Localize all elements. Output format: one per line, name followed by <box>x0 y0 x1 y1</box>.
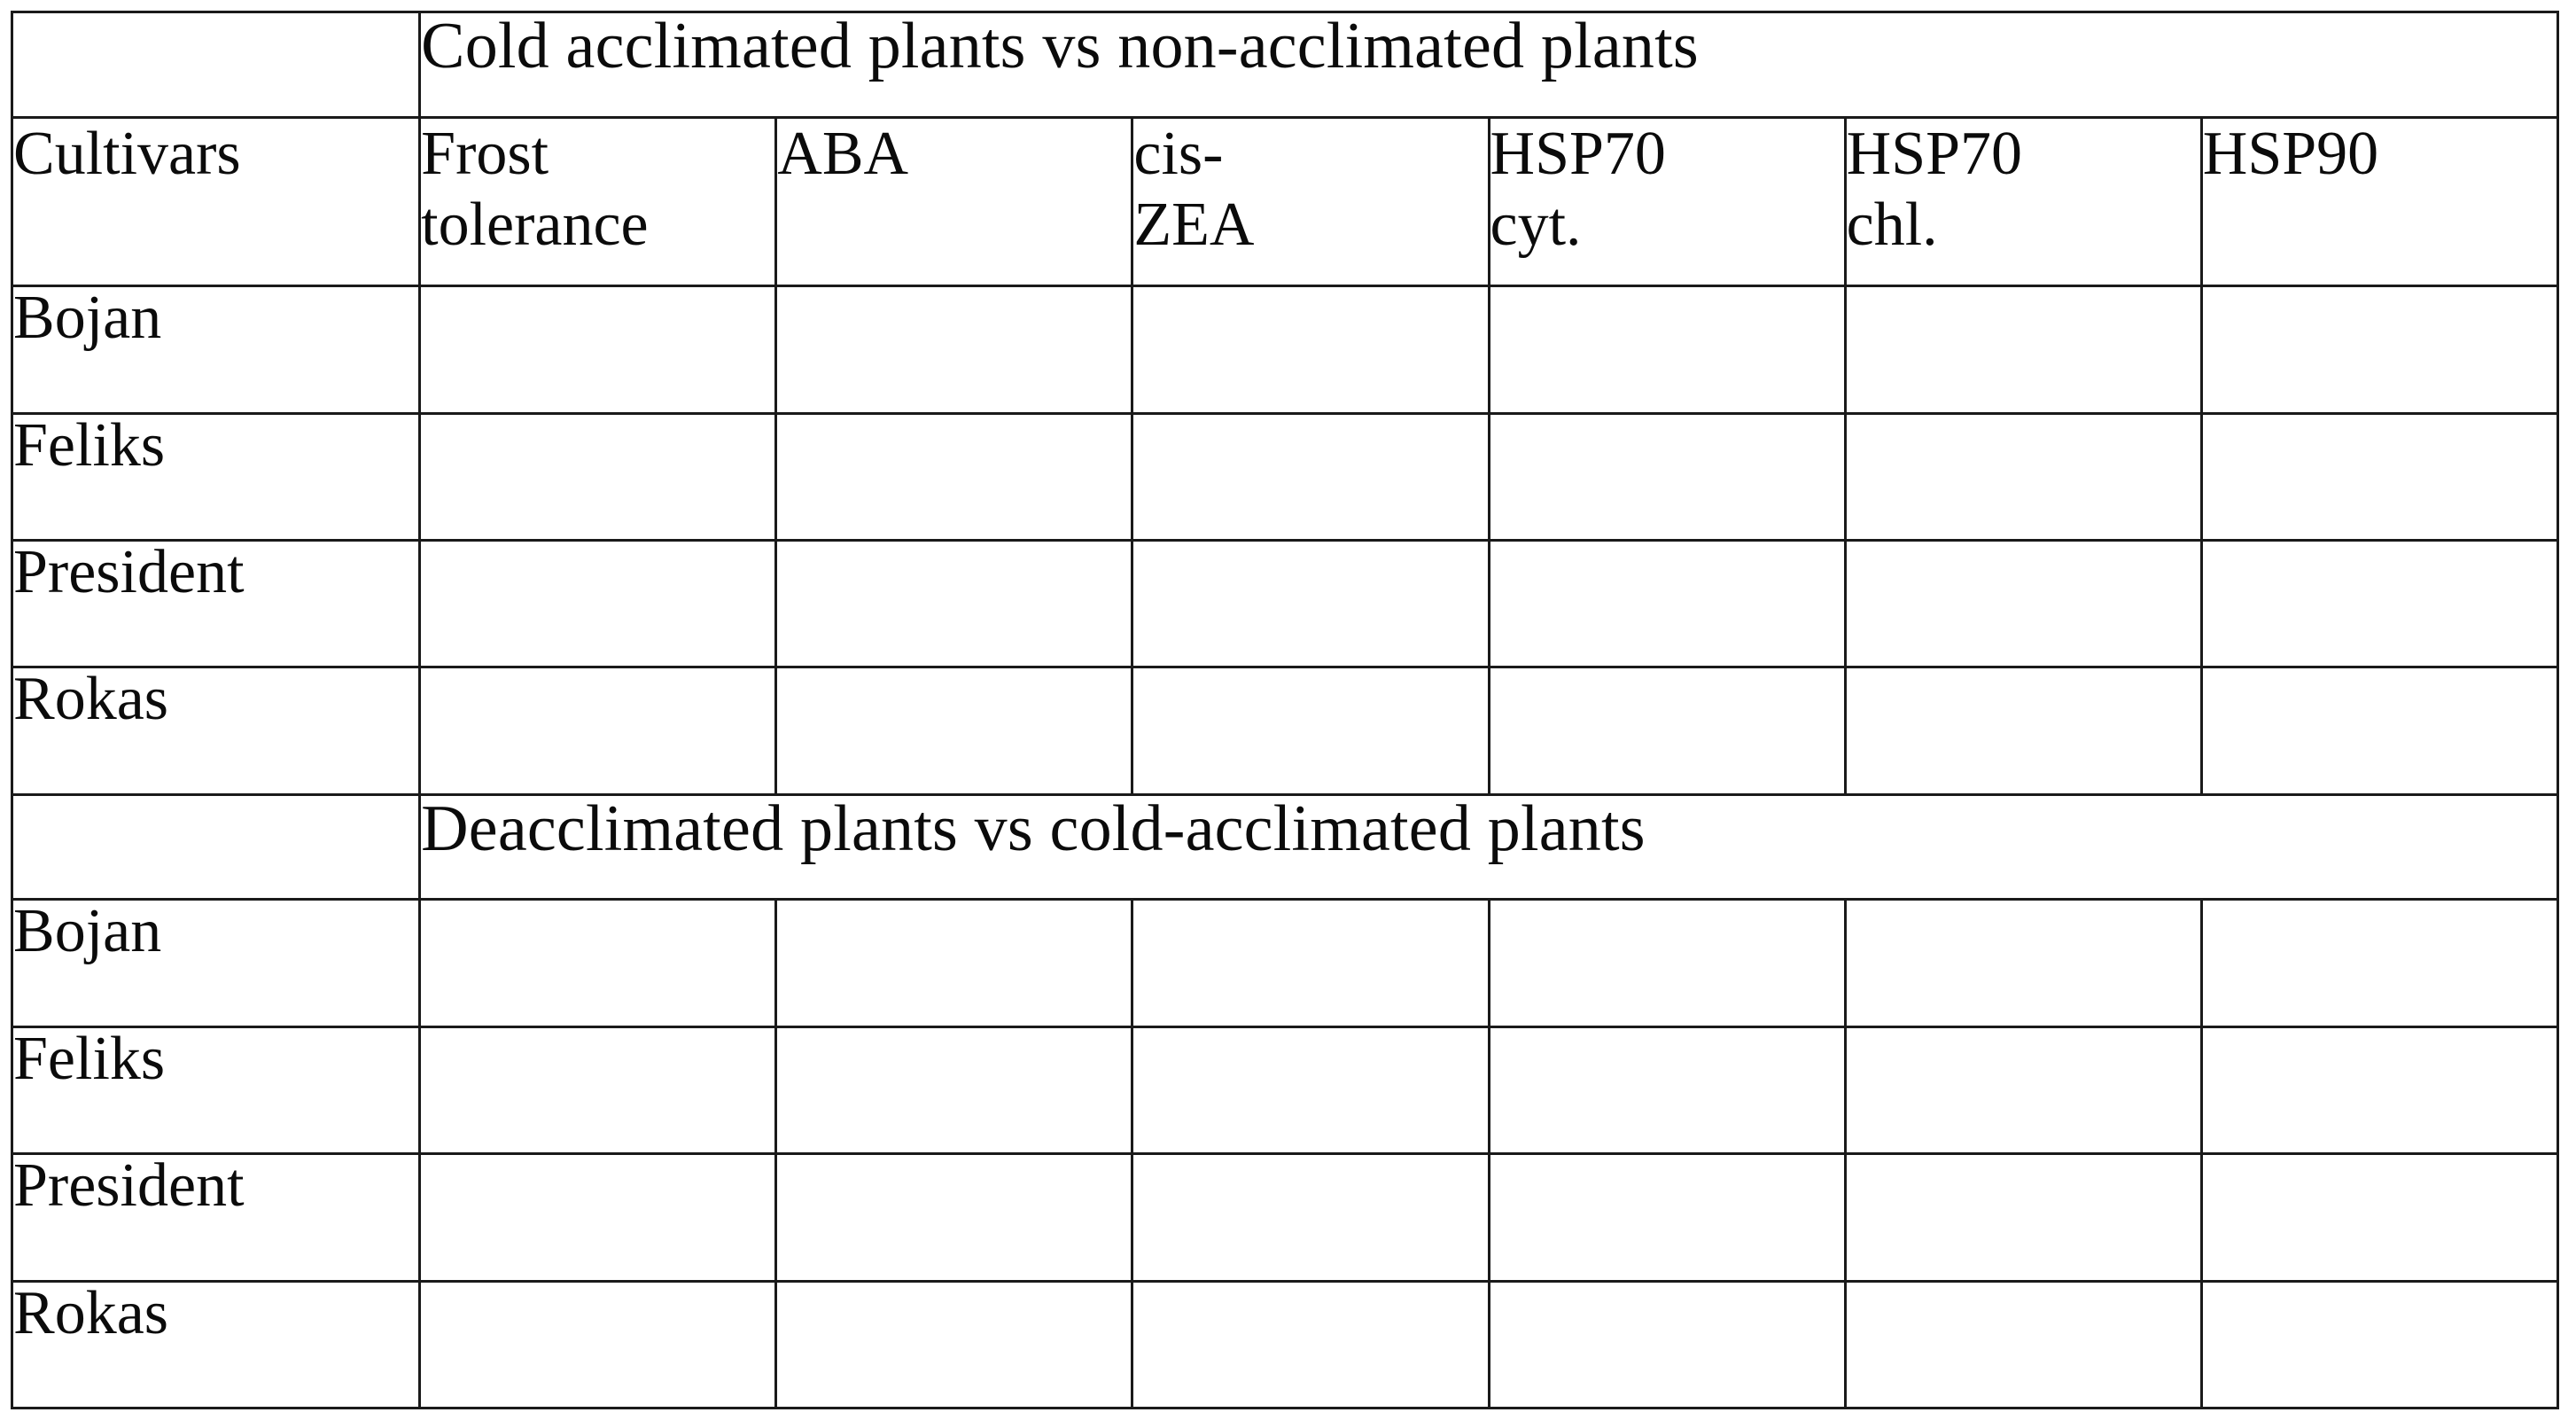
table-row: President <box>10 538 2560 669</box>
section-banner-row: Cold acclimated plants vs non-acclimated… <box>10 11 2559 119</box>
status-swatch-aba <box>774 1025 1134 1156</box>
status-swatch-hsp90 <box>2199 538 2560 669</box>
status-swatch-hsp70_chl <box>1843 411 2203 542</box>
column-header-line: ABA <box>777 119 909 188</box>
column-header-line: tolerance <box>421 190 649 259</box>
section-banner-spacer <box>10 11 422 119</box>
status-swatch-hsp90 <box>2199 285 2560 415</box>
table-row: Bojan <box>10 898 2560 1028</box>
cultivar-name-cell: Rokas <box>10 1279 422 1410</box>
section-banner-spacer <box>10 792 422 901</box>
column-header-line: ZEA <box>1133 190 1255 259</box>
status-swatch-cis_zea <box>1131 666 1490 796</box>
status-swatch-hsp90 <box>2199 898 2560 1028</box>
status-swatch-frost_tolerance <box>418 1152 778 1283</box>
status-swatch-frost_tolerance <box>418 1025 778 1156</box>
status-swatch-hsp70_cyt <box>1487 1279 1847 1410</box>
status-swatch-cis_zea <box>1131 1279 1490 1410</box>
table-row: Feliks <box>10 411 2560 542</box>
status-swatch-cis_zea <box>1131 1025 1490 1156</box>
status-swatch-aba <box>774 1152 1134 1283</box>
column-header-line: HSP90 <box>2202 119 2379 188</box>
cultivar-name-cell: Feliks <box>10 411 422 542</box>
status-swatch-cis_zea <box>1131 538 1490 669</box>
status-swatch-hsp70_cyt <box>1487 1025 1847 1156</box>
column-header-line: HSP70 <box>1490 119 1666 188</box>
status-swatch-cis_zea <box>1131 898 1490 1028</box>
status-swatch-hsp70_cyt <box>1487 538 1847 669</box>
status-swatch-cis_zea <box>1131 1152 1490 1283</box>
status-swatch-hsp90 <box>2199 666 2560 796</box>
status-swatch-hsp90 <box>2199 411 2560 542</box>
status-swatch-hsp70_cyt <box>1487 285 1847 415</box>
status-swatch-hsp70_chl <box>1843 1152 2203 1283</box>
column-header-line: Frost <box>421 119 549 188</box>
status-swatch-aba <box>774 898 1134 1028</box>
comparison-matrix-table: Cold acclimated plants vs non-acclimated… <box>10 11 2560 1410</box>
column-header-line: cyt. <box>1490 190 1582 259</box>
status-swatch-hsp70_cyt <box>1487 411 1847 542</box>
status-swatch-frost_tolerance <box>418 1279 778 1410</box>
status-swatch-frost_tolerance <box>418 411 778 542</box>
status-swatch-aba <box>774 411 1134 542</box>
status-swatch-hsp90 <box>2199 1152 2560 1283</box>
status-swatch-aba <box>774 1279 1134 1410</box>
cultivar-name-cell: Rokas <box>10 666 422 796</box>
status-swatch-hsp70_chl <box>1843 666 2203 796</box>
column-header-hsp90: HSP90 <box>2199 115 2560 288</box>
row-header-label: Cultivars <box>10 115 422 288</box>
table-row: Rokas <box>10 1279 2560 1410</box>
status-swatch-frost_tolerance <box>418 285 778 415</box>
column-header-line: HSP70 <box>1846 119 2023 188</box>
table-row: President <box>10 1152 2560 1283</box>
status-swatch-hsp70_chl <box>1843 285 2203 415</box>
section-title-cold-vs-non: Cold acclimated plants vs non-acclimated… <box>418 11 2559 119</box>
cultivar-name-cell: Bojan <box>10 898 422 1028</box>
status-swatch-cis_zea <box>1131 285 1490 415</box>
column-header-cis_zea: cis-ZEA <box>1131 115 1490 288</box>
status-swatch-hsp70_chl <box>1843 1025 2203 1156</box>
column-header-line: cis- <box>1133 119 1224 188</box>
status-swatch-aba <box>774 666 1134 796</box>
status-swatch-frost_tolerance <box>418 898 778 1028</box>
section-banner-row: Deacclimated plants vs cold-acclimated p… <box>10 792 2559 901</box>
status-swatch-hsp90 <box>2199 1279 2560 1410</box>
status-swatch-cis_zea <box>1131 411 1490 542</box>
status-swatch-hsp70_cyt <box>1487 666 1847 796</box>
cultivar-name-cell: Feliks <box>10 1025 422 1156</box>
status-swatch-hsp70_chl <box>1843 898 2203 1028</box>
table-row: Rokas <box>10 666 2560 796</box>
status-swatch-hsp70_chl <box>1843 538 2203 669</box>
status-swatch-aba <box>774 538 1134 669</box>
status-swatch-hsp70_cyt <box>1487 898 1847 1028</box>
column-header-line: chl. <box>1846 190 1938 259</box>
status-swatch-hsp70_chl <box>1843 1279 2203 1410</box>
status-swatch-frost_tolerance <box>418 666 778 796</box>
section-title-deacc-vs-cold: Deacclimated plants vs cold-acclimated p… <box>418 792 2559 901</box>
column-header-aba: ABA <box>774 115 1134 288</box>
status-swatch-hsp90 <box>2199 1025 2560 1156</box>
status-swatch-hsp70_cyt <box>1487 1152 1847 1283</box>
table-row: Bojan <box>10 285 2560 415</box>
cultivar-name-cell: President <box>10 1152 422 1283</box>
table-row: Feliks <box>10 1025 2560 1156</box>
cultivar-name-cell: Bojan <box>10 285 422 415</box>
cultivar-name-cell: President <box>10 538 422 669</box>
status-swatch-aba <box>774 285 1134 415</box>
status-swatch-frost_tolerance <box>418 538 778 669</box>
